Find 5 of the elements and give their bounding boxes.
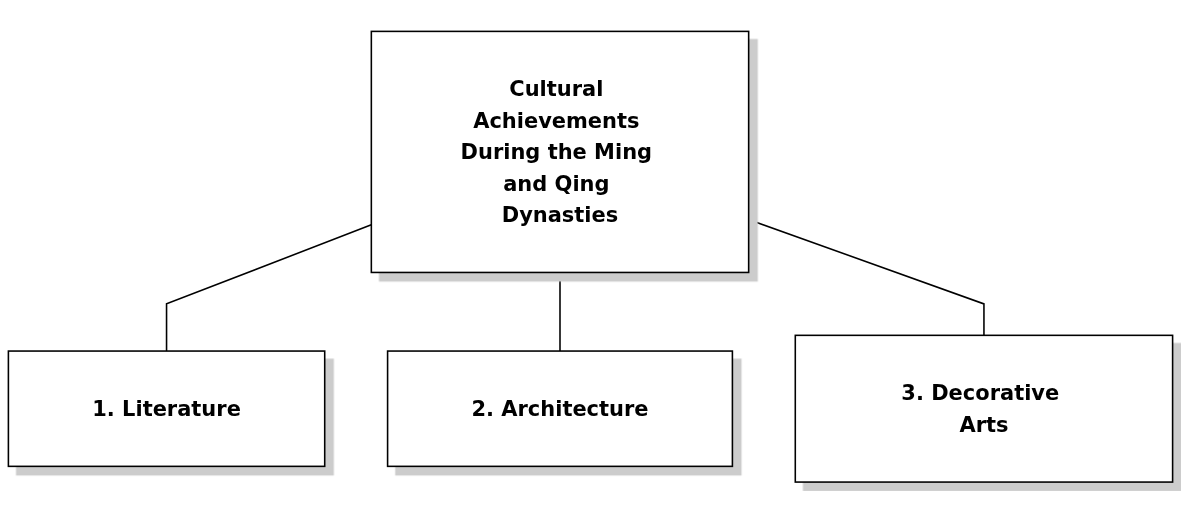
node-box: 1. Literature	[7, 350, 326, 468]
node-box: 2. Architecture	[386, 350, 734, 468]
node-box: 3. Decorative Arts	[794, 334, 1174, 484]
node-box: Cultural Achievements During the Ming and Qing Dynasties	[370, 30, 750, 274]
connector	[559, 271, 561, 353]
